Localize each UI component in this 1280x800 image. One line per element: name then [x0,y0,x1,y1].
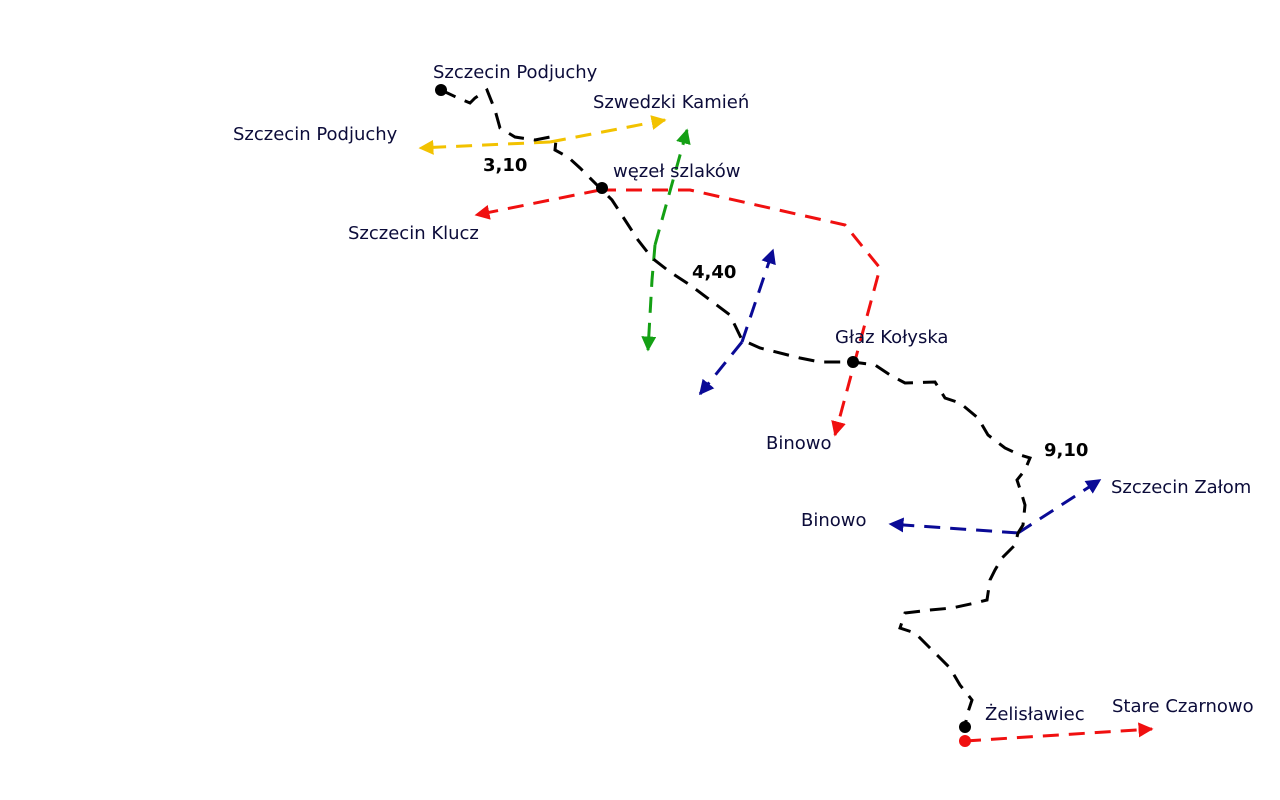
blue-trail [698,341,744,396]
place-label: Szczecin Załom [1111,477,1252,498]
red-trail [964,722,1154,743]
red-trail [600,188,882,437]
place-label: Głaz Kołyska [835,327,949,348]
distance-label: 9,10 [1044,440,1089,461]
green-trail [641,244,657,352]
yellow-trail [418,139,551,155]
blue-trail [888,517,1019,535]
distance-label: 4,40 [692,262,737,283]
place-label: Stare Czarnowo [1112,696,1254,717]
blue-trail [740,248,776,343]
place-label: Szczecin Podjuchy [433,62,598,83]
place-label: Żelisławiec [985,704,1085,725]
glaz-point [847,356,859,368]
start-point [435,84,447,96]
yellow-trail [549,115,667,144]
distance-label: 3,10 [483,155,528,176]
junction-point [596,182,608,194]
blue-trail [1017,478,1102,535]
place-label: Szczecin Podjuchy [233,124,398,145]
end-point [959,721,971,733]
red-trail [474,188,601,220]
red-trail-start-point [959,735,971,747]
place-label: węzeł szlaków [613,161,741,182]
place-label: Binowo [801,510,867,531]
place-label: Szwedzki Kamień [593,92,750,113]
green-trail [653,128,691,246]
place-label: Szczecin Klucz [348,223,479,244]
place-label: Binowo [766,433,832,454]
main-trail [440,87,1033,728]
